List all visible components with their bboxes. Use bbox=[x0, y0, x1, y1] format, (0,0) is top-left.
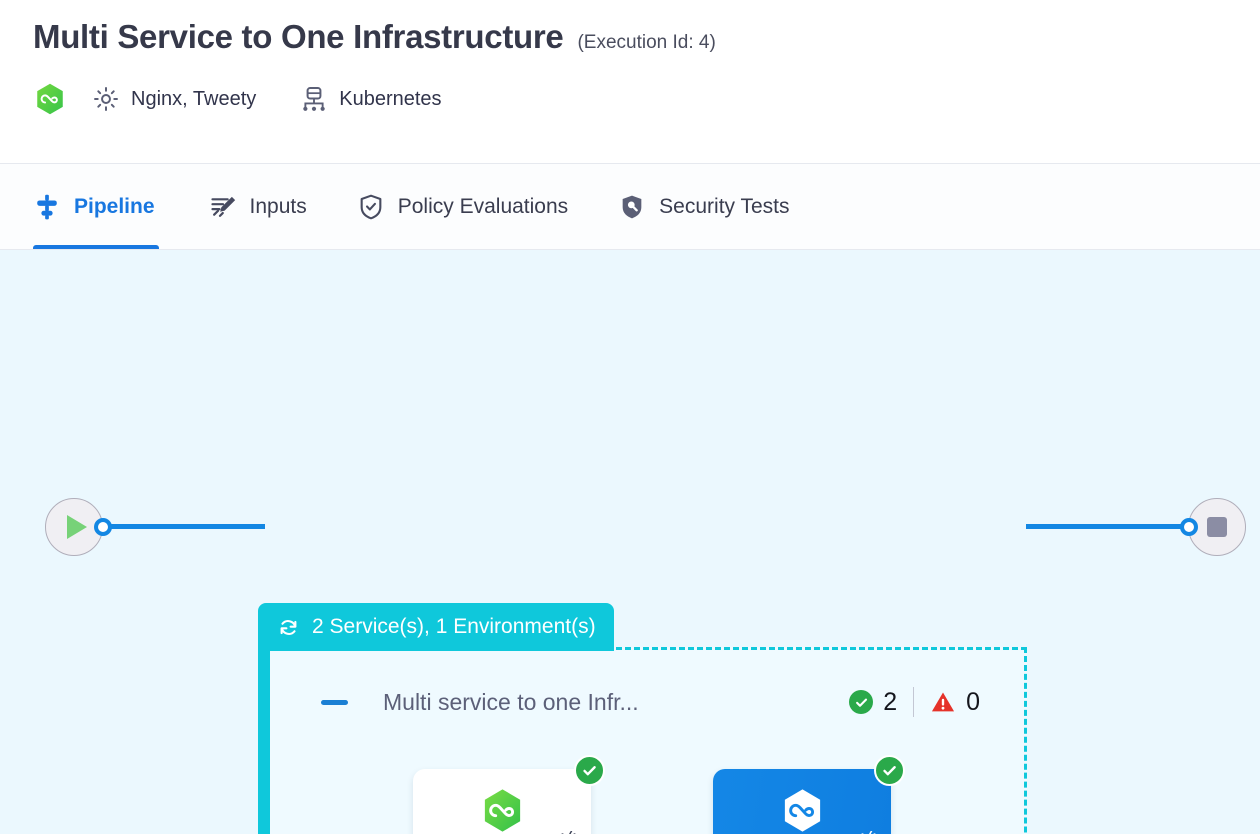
group-title-row: Multi service to one Infr... 2 bbox=[321, 687, 980, 717]
stop-icon bbox=[1207, 517, 1227, 537]
meta-row: Nginx, Tweety Kubernetes bbox=[33, 82, 1260, 116]
tab-security-tests[interactable]: Security Tests bbox=[618, 164, 815, 249]
check-circle-icon bbox=[574, 755, 605, 786]
pipeline-icon bbox=[33, 193, 61, 221]
service-node-nginx[interactable]: </> bbox=[413, 755, 605, 834]
green-hexagon-infinity-logo bbox=[479, 787, 526, 834]
tab-pipeline-label: Pipeline bbox=[74, 194, 155, 218]
code-glyph-icon: </> bbox=[555, 830, 582, 834]
green-hexagon-infinity-logo bbox=[33, 82, 67, 116]
group-left-accent-bar bbox=[258, 643, 270, 834]
shield-check-icon bbox=[357, 193, 385, 221]
gear-icon bbox=[92, 85, 120, 113]
edge-start-to-group bbox=[110, 524, 265, 529]
success-count: 2 bbox=[883, 687, 898, 716]
warning-triangle-icon bbox=[930, 689, 956, 715]
minus-icon[interactable] bbox=[321, 699, 348, 705]
tab-policy-evaluations-label: Policy Evaluations bbox=[397, 194, 569, 218]
start-node-port[interactable] bbox=[94, 518, 112, 536]
execution-id-label: (Execution Id: 4) bbox=[577, 32, 716, 53]
tab-inputs[interactable]: Inputs bbox=[209, 164, 333, 249]
group-header-pill[interactable]: 2 Service(s), 1 Environment(s) bbox=[258, 603, 614, 651]
service-group-box[interactable]: Multi service to one Infr... 2 bbox=[265, 647, 1027, 834]
loop-repeat-icon bbox=[276, 615, 301, 640]
group-status-counts: 2 0 bbox=[849, 687, 980, 717]
infrastructure-text: Kubernetes bbox=[339, 87, 442, 110]
tab-pipeline[interactable]: Pipeline bbox=[33, 164, 185, 249]
inputs-edit-icon bbox=[209, 193, 237, 221]
tab-policy-evaluations[interactable]: Policy Evaluations bbox=[357, 164, 594, 249]
check-circle-icon bbox=[849, 690, 874, 714]
white-hexagon-infinity-logo bbox=[779, 787, 826, 834]
tab-inputs-label: Inputs bbox=[249, 194, 307, 218]
tab-bar: Pipeline Inputs Policy Evaluations bbox=[0, 164, 1260, 250]
shield-search-icon bbox=[618, 193, 646, 221]
end-node-port[interactable] bbox=[1180, 518, 1198, 536]
end-node[interactable] bbox=[1188, 498, 1246, 556]
page-title: Multi Service to One Infrastructure bbox=[33, 18, 564, 55]
tab-security-tests-label: Security Tests bbox=[659, 194, 790, 218]
count-divider bbox=[913, 687, 915, 717]
code-glyph-icon: </> bbox=[855, 830, 882, 834]
pipeline-canvas[interactable]: 2 Service(s), 1 Environment(s) Multi ser… bbox=[0, 250, 1260, 834]
group-header-pill-text: 2 Service(s), 1 Environment(s) bbox=[312, 615, 596, 638]
start-node[interactable] bbox=[45, 498, 103, 556]
check-circle-icon bbox=[874, 755, 905, 786]
services-meta: Nginx, Tweety bbox=[92, 85, 256, 113]
tab-active-underline bbox=[33, 245, 159, 249]
warning-count: 0 bbox=[966, 687, 980, 716]
title-row: Multi Service to One Infrastructure (Exe… bbox=[33, 18, 1260, 56]
success-count-item: 2 bbox=[849, 688, 897, 717]
infrastructure-node-icon bbox=[300, 85, 328, 113]
warning-count-item: 0 bbox=[930, 688, 980, 717]
group-title: Multi service to one Infr... bbox=[383, 688, 639, 715]
infrastructure-meta: Kubernetes bbox=[300, 85, 442, 113]
service-node-tweety[interactable]: </> bbox=[713, 755, 905, 834]
play-icon bbox=[67, 515, 87, 539]
edge-group-to-end bbox=[1026, 524, 1182, 529]
page-header: Multi Service to One Infrastructure (Exe… bbox=[0, 0, 1260, 164]
services-text: Nginx, Tweety bbox=[131, 87, 257, 110]
